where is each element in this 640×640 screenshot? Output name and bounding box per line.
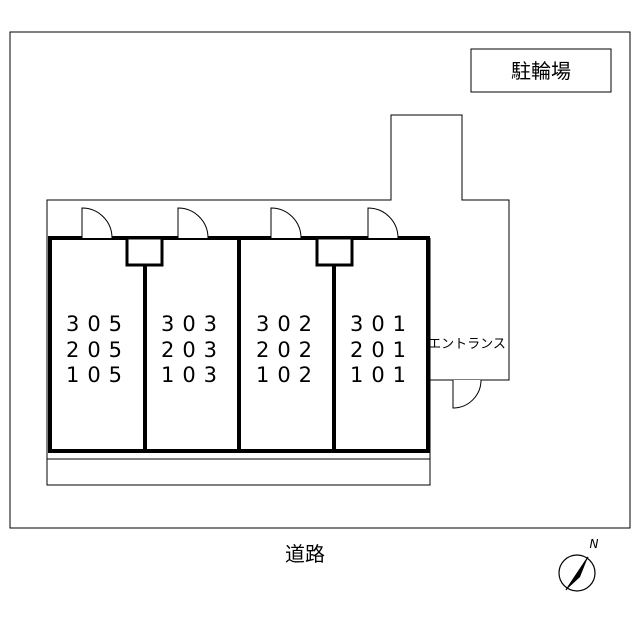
door-swing-icon: [270, 207, 302, 239]
pipe-shaft: [125, 236, 164, 267]
units-block: [48, 236, 430, 453]
road-label: 道路: [285, 542, 325, 566]
door-swing-icon: [367, 207, 399, 239]
bicycle-parking-label: 駐輪場: [511, 59, 571, 83]
site-boundary: [9, 31, 631, 529]
room-number: 302: [256, 312, 320, 336]
room-number: 201: [350, 338, 414, 362]
room-number: 305: [66, 312, 130, 336]
unit-2: 303 203 103: [161, 312, 225, 387]
building-outline: [46, 114, 510, 486]
entrance-door-swing-icon: [452, 379, 482, 409]
entrance-label: エントランス: [428, 337, 506, 352]
room-number: 203: [161, 338, 225, 362]
room-number: 202: [256, 338, 320, 362]
door-swing-icon: [177, 207, 209, 239]
north-label: N: [590, 537, 599, 551]
room-number: 301: [350, 312, 414, 336]
unit-4: 301 201 101: [350, 312, 414, 387]
room-number: 101: [350, 363, 414, 387]
room-number: 102: [256, 363, 320, 387]
room-number: 205: [66, 338, 130, 362]
unit-3: 302 202 102: [256, 312, 320, 387]
north-compass-icon: N: [558, 537, 599, 592]
room-number: 303: [161, 312, 225, 336]
bicycle-parking: 駐輪場: [470, 48, 612, 93]
room-number: 105: [66, 363, 130, 387]
bicycle-parking-box: [470, 48, 612, 93]
door-swing-icon: [81, 207, 113, 239]
unit-1: 305 205 105: [66, 312, 130, 387]
door-swings: [81, 207, 482, 409]
pipe-shaft: [315, 236, 354, 267]
room-number: 103: [161, 363, 225, 387]
